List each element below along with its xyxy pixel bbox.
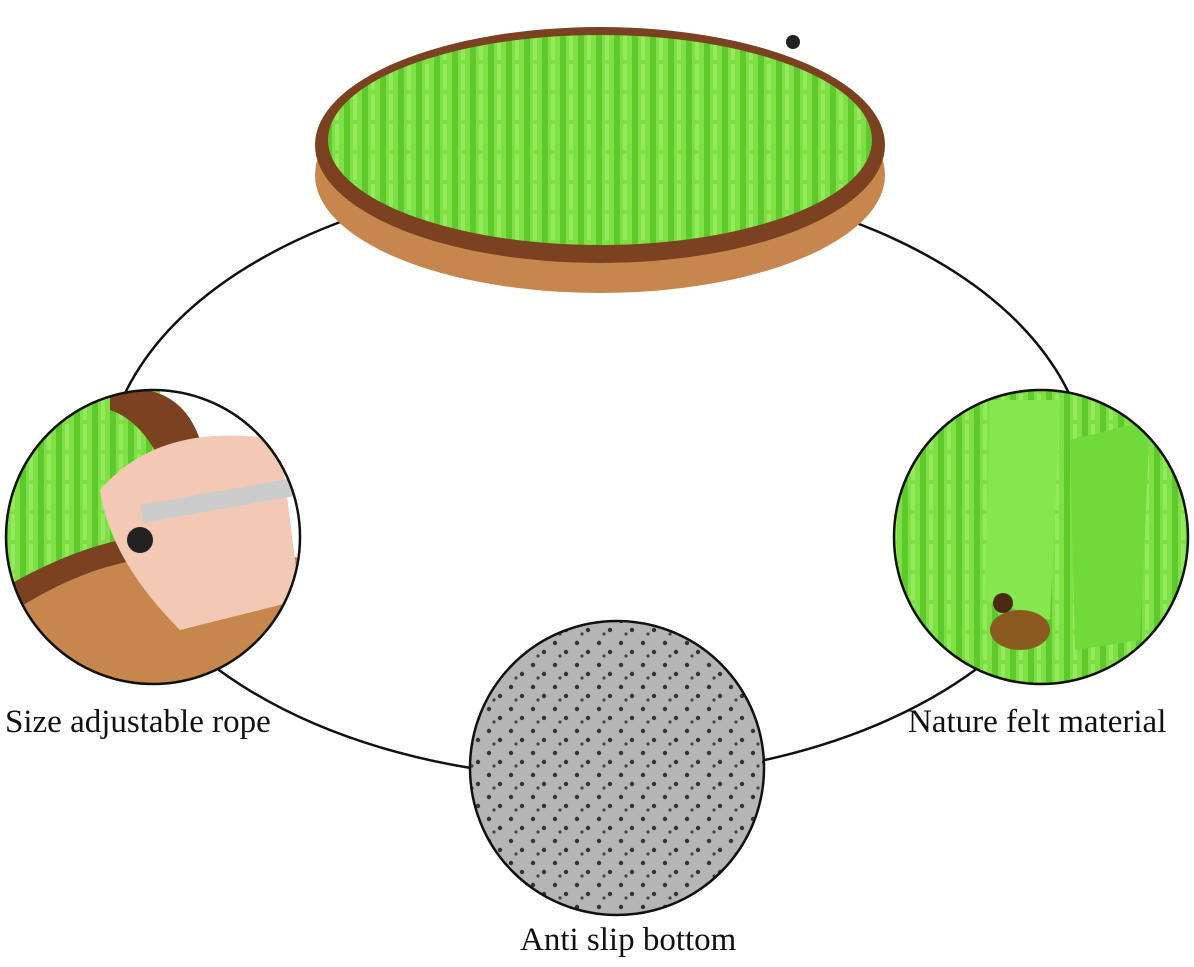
feature-label-bottom: Anti slip bottom	[520, 922, 737, 958]
bottom-closeup-frame	[468, 619, 766, 917]
felt-closeup-frame	[892, 388, 1190, 686]
rope-closeup-image	[6, 390, 300, 684]
feature-label-felt: Nature felt material	[908, 704, 1167, 740]
snuffle-mat-image	[315, 27, 885, 293]
feature-label-rope: Size adjustable rope	[5, 704, 271, 740]
felt-closeup-image	[894, 390, 1188, 684]
bottom-closeup-image	[470, 621, 764, 915]
rope-closeup-frame	[4, 388, 302, 686]
